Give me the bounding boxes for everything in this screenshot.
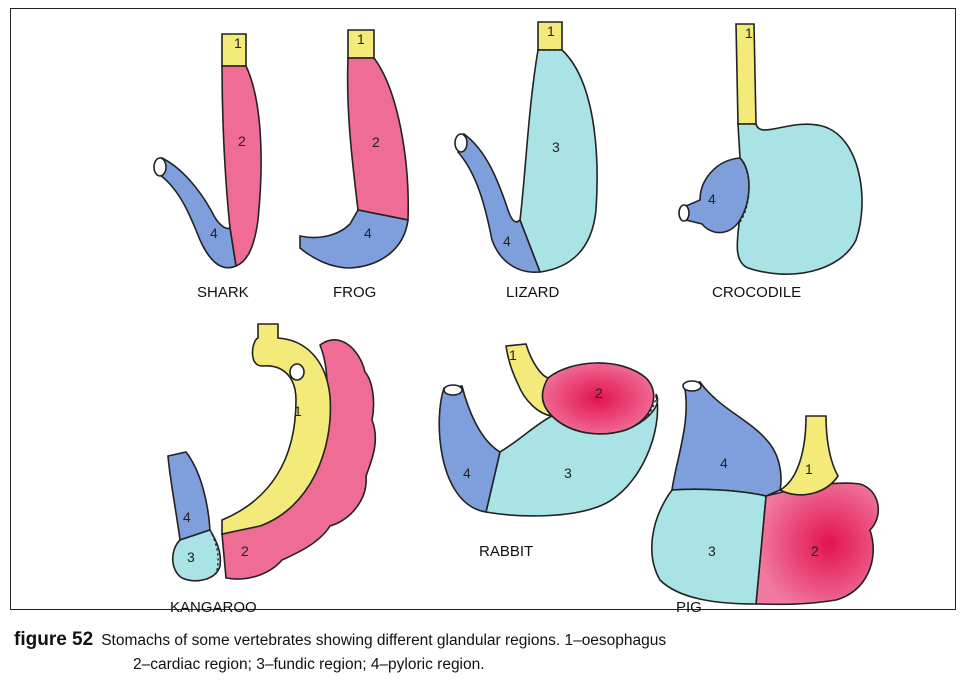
shark-name: SHARK [197,284,249,301]
crocodile-label-1: 1 [745,25,753,41]
lizard-label-1: 1 [547,23,555,39]
rabbit-label-1: 1 [509,347,517,363]
caption-text-1: Stomachs of some vertebrates showing dif… [101,632,666,649]
frog-label-1: 1 [357,31,365,47]
frog-pyloric [300,210,408,268]
stomach-diagram: 1 2 4 SHARK 1 2 4 FROG 1 3 4 LIZARD 1 [0,0,964,620]
shark-label-4: 4 [210,225,218,241]
crocodile-stomach: 1 4 CROCODILE [679,24,862,301]
frog-label-4: 4 [364,225,372,241]
rabbit-label-4: 4 [463,465,471,481]
rabbit-label-3: 3 [564,465,572,481]
crocodile-fundic [736,124,862,274]
kangaroo-label-2: 2 [241,543,249,559]
caption-line-1: figure 52 Stomachs of some vertebrates sh… [14,628,958,653]
rabbit-name: RABBIT [479,543,533,560]
crocodile-name: CROCODILE [712,284,801,301]
rabbit-stomach: 1 2 3 4 RABBIT [439,344,657,560]
frog-name: FROG [333,284,376,301]
kangaroo-label-1: 1 [294,403,302,419]
kangaroo-name: KANGAROO [170,599,257,616]
shark-stomach: 1 2 4 SHARK [154,34,261,301]
lizard-name: LIZARD [506,284,560,301]
lizard-label-3: 3 [552,139,560,155]
frog-label-2: 2 [372,134,380,150]
pig-name: PIG [676,599,702,616]
crocodile-label-4: 4 [708,191,716,207]
figure-caption: figure 52 Stomachs of some vertebrates sh… [14,628,958,677]
kangaroo-pyloric [168,452,210,540]
lizard-fundic [520,50,597,272]
pig-stomach: 1 2 3 4 PIG [652,381,878,616]
pig-oesophagus [780,416,838,495]
kangaroo-label-4: 4 [183,509,191,525]
pig-label-1: 1 [805,461,813,477]
caption-label: figure 52 [14,629,93,650]
rabbit-label-2: 2 [595,385,603,401]
shark-pyloric [160,158,236,268]
lizard-stomach: 1 3 4 LIZARD [455,22,597,301]
frog-stomach: 1 2 4 FROG [300,30,408,301]
pig-label-3: 3 [708,543,716,559]
crocodile-pyloric [686,158,749,233]
shark-label-2: 2 [238,133,246,149]
lizard-label-4: 4 [503,233,511,249]
pig-pyloric [672,382,781,496]
kangaroo-label-3: 3 [187,549,195,565]
pig-label-2: 2 [811,543,819,559]
shark-label-1: 1 [234,35,242,51]
caption-text-2: 2–cardiac region; 3–fundic region; 4–pyl… [14,653,958,677]
kangaroo-stomach: 1 2 3 4 KANGAROO [168,324,375,616]
pig-label-4: 4 [720,455,728,471]
